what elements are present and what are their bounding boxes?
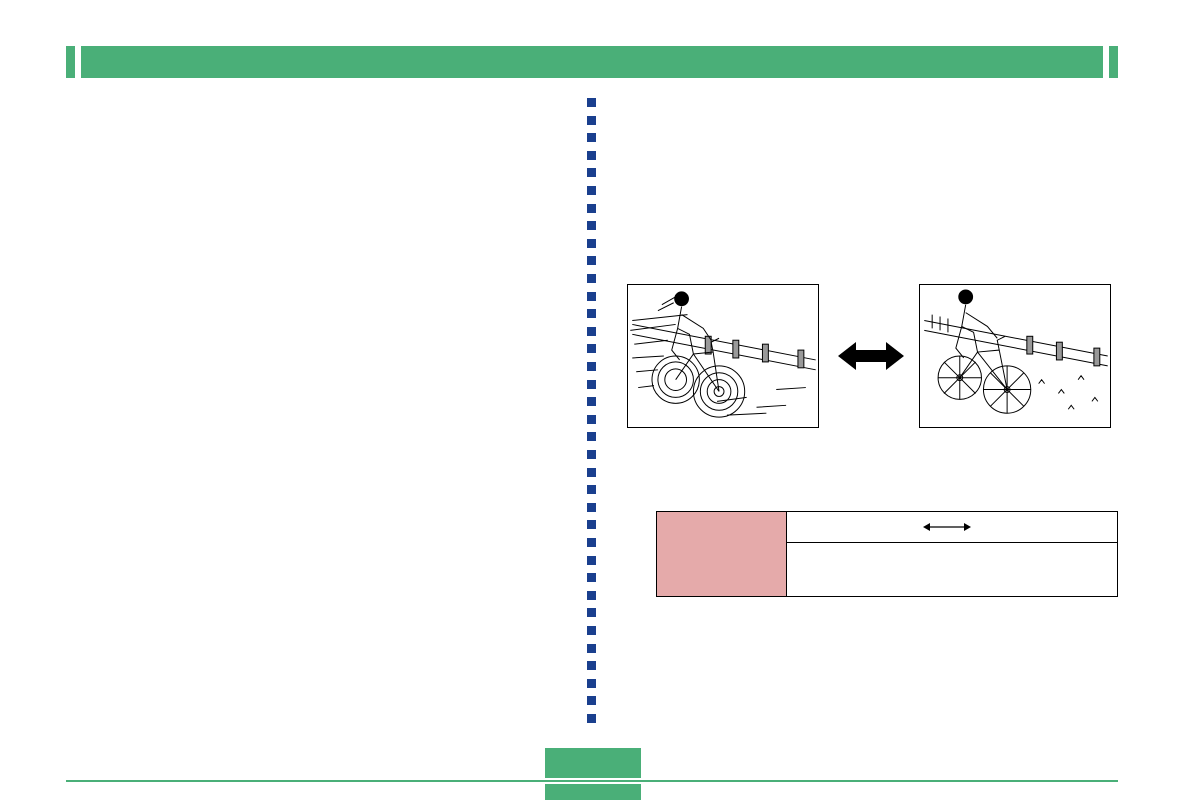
table-range-row xyxy=(787,512,1117,543)
divider-dot xyxy=(587,555,596,565)
divider-dot xyxy=(587,450,596,459)
header-band xyxy=(81,46,1103,78)
divider-dot xyxy=(587,467,596,477)
footer-rule xyxy=(66,780,1118,782)
cyclist-sharp-illustration xyxy=(919,284,1111,428)
divider-dot xyxy=(587,115,596,125)
header-left-cap xyxy=(66,46,75,78)
divider-dot xyxy=(587,538,596,547)
divider-dot xyxy=(587,133,596,143)
divider-dot xyxy=(587,432,596,442)
cyclist-motion-blur-illustration xyxy=(627,284,819,428)
divider-dot xyxy=(587,98,596,107)
table-header-cell xyxy=(657,512,787,596)
divider-dot xyxy=(587,150,596,160)
swap-arrow-icon xyxy=(838,342,904,370)
page-number-tab xyxy=(545,748,641,778)
divider-dot xyxy=(587,643,596,653)
divider-dot xyxy=(587,696,596,706)
column-divider xyxy=(587,98,597,728)
divider-dot xyxy=(587,186,596,195)
divider-dot xyxy=(587,274,596,283)
divider-dot xyxy=(587,661,596,671)
settings-table xyxy=(656,511,1118,597)
divider-dot xyxy=(587,362,596,371)
divider-dot xyxy=(587,379,596,389)
divider-dot xyxy=(587,256,596,266)
divider-dot xyxy=(587,485,596,495)
divider-dot xyxy=(587,573,596,583)
table-description-row xyxy=(787,543,1117,596)
divider-dot xyxy=(587,221,596,231)
divider-dot xyxy=(587,326,596,336)
divider-dot xyxy=(587,608,596,618)
divider-dot xyxy=(587,309,596,319)
divider-dot xyxy=(587,678,596,688)
range-arrow-icon xyxy=(923,523,971,531)
page-number-tab-base xyxy=(545,784,641,800)
divider-dot xyxy=(587,502,596,512)
divider-dot xyxy=(587,414,596,424)
divider-dot xyxy=(587,397,596,407)
divider-dot xyxy=(587,291,596,301)
header-right-cap xyxy=(1109,46,1118,78)
divider-dot xyxy=(587,714,596,723)
divider-dot xyxy=(587,344,596,354)
divider-dot xyxy=(587,203,596,213)
divider-dot xyxy=(587,168,596,178)
divider-dot xyxy=(587,520,596,530)
divider-dot xyxy=(587,238,596,248)
divider-dot xyxy=(587,626,596,635)
divider-dot xyxy=(587,590,596,600)
